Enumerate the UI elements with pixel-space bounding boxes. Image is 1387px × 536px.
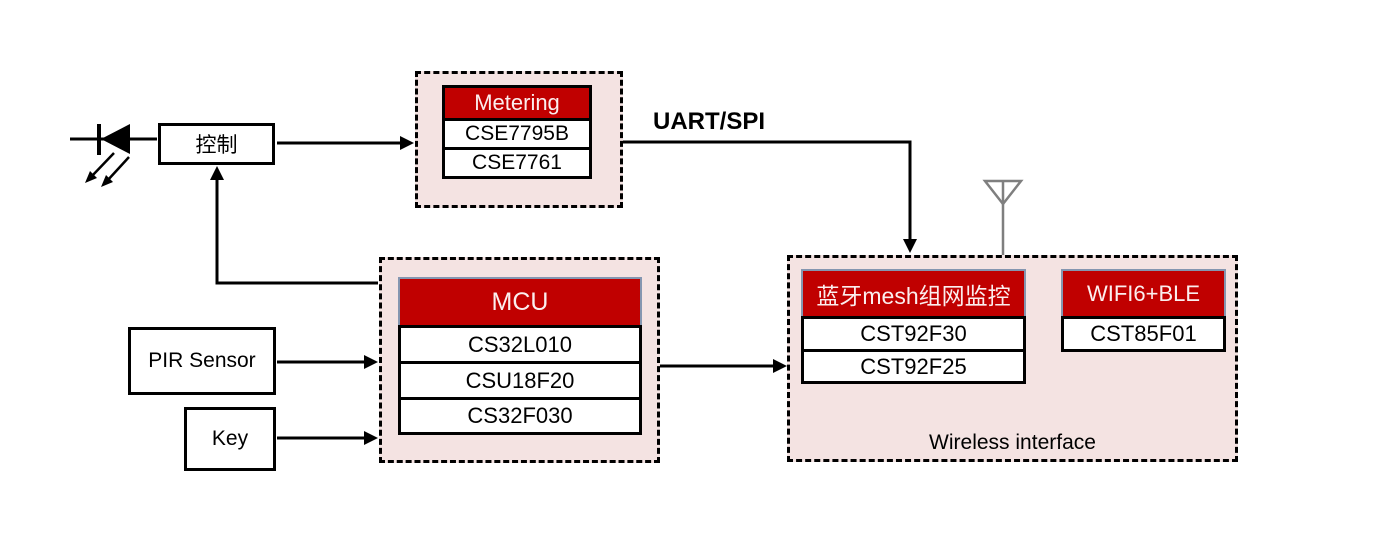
pir-sensor-box: PIR Sensor: [128, 327, 276, 395]
antenna-icon: [982, 179, 1024, 255]
control-box: 控制: [158, 123, 275, 165]
arrow-mcu-to-wireless: [660, 359, 787, 373]
arrow-mcu-to-control: [210, 166, 378, 285]
wireless-interface-caption: Wireless interface: [929, 431, 1096, 454]
metering-chip-row: CSE7795B: [442, 118, 592, 150]
led-diode-icon: [70, 124, 157, 187]
metering-block: Metering CSE7795B CSE7761: [415, 71, 623, 208]
arrow-key-to-mcu: [277, 431, 378, 445]
wifi-ble-table-header: WIFI6+BLE: [1061, 269, 1226, 318]
key-box-label: Key: [211, 427, 249, 450]
mcu-chip-row: CSU18F20: [398, 361, 642, 400]
wireless-interface-block: 蓝牙mesh组网监控 CST92F30 CST92F25 WIFI6+BLE C…: [787, 255, 1238, 462]
bt-mesh-table: 蓝牙mesh组网监控 CST92F30 CST92F25: [801, 269, 1026, 384]
mcu-chip-row: CS32F030: [398, 397, 642, 435]
mcu-table-header: MCU: [398, 277, 642, 327]
uart-spi-label: UART/SPI: [653, 108, 766, 135]
wifi-chip-row: CST85F01: [1061, 316, 1226, 352]
mcu-chip-row: CS32L010: [398, 325, 642, 364]
metering-table-header: Metering: [442, 85, 592, 121]
arrow-metering-to-wireless: [623, 140, 917, 253]
arrow-control-to-metering: [277, 136, 414, 150]
bt-chip-row: CST92F25: [801, 349, 1026, 384]
bt-chip-row: CST92F30: [801, 316, 1026, 352]
pir-sensor-label: PIR Sensor: [148, 349, 256, 372]
control-box-label: 控制: [195, 134, 238, 157]
metering-chip-row: CSE7761: [442, 147, 592, 179]
arrow-pir-to-mcu: [277, 355, 378, 369]
metering-table: Metering CSE7795B CSE7761: [442, 85, 592, 179]
mcu-table: MCU CS32L010 CSU18F20 CS32F030: [398, 277, 642, 435]
wifi-ble-table: WIFI6+BLE CST85F01: [1061, 269, 1226, 352]
key-box: Key: [184, 407, 276, 471]
bt-mesh-table-header: 蓝牙mesh组网监控: [801, 269, 1026, 318]
mcu-block: MCU CS32L010 CSU18F20 CS32F030: [379, 257, 660, 463]
